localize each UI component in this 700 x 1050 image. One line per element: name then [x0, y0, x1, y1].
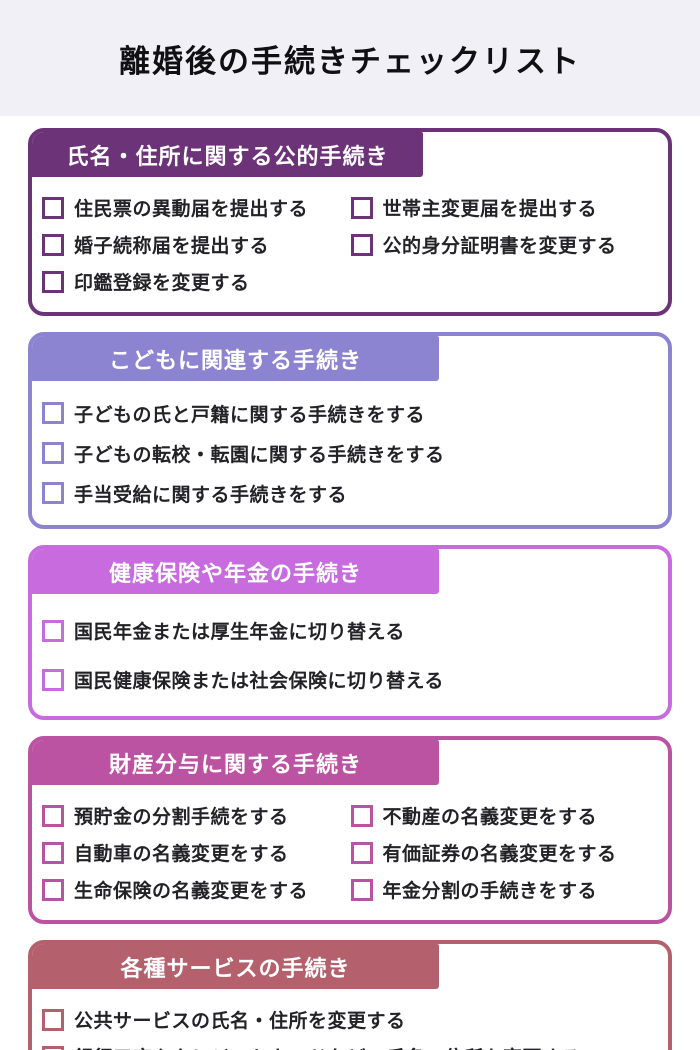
section-title: こどもに関連する手続き [109, 347, 363, 373]
checklist-item: 不動産の名義変更をする [350, 797, 659, 834]
checklist-item: 印鑑登録を変更する [41, 263, 350, 300]
checklist-item: 子どもの氏と戸籍に関する手続きをする [41, 393, 658, 433]
checklist-item: 国民年金または厚生年金に切り替える [41, 606, 658, 655]
section-title: 氏名・住所に関する公的手続き [66, 143, 389, 169]
section-card-various-services: 各種サービスの手続き公共サービスの氏名・住所を変更する銀行口座やクレジットカード… [28, 940, 672, 1050]
checkbox-unchecked-icon[interactable] [350, 233, 373, 256]
section-header-band: 氏名・住所に関する公的手続き [32, 132, 424, 177]
checkbox-unchecked-icon[interactable] [42, 878, 64, 901]
section-header-band: こどもに関連する手続き [32, 336, 440, 381]
item-label: 婚子続称届を提出する [74, 236, 270, 257]
checkbox-unchecked-icon[interactable] [42, 482, 64, 504]
checklist-item: 手当受給に関する手続きをする [41, 473, 658, 513]
checklist-item: 住民票の異動届を提出する [41, 189, 350, 226]
checklist-item: 公的身分証明書を変更する [350, 226, 659, 263]
checkbox-unchecked-icon[interactable] [42, 233, 64, 256]
item-label: 手当受給に関する手続きをする [74, 484, 348, 506]
checklist-item: 生命保険の名義変更をする [41, 871, 350, 908]
section-title: 健康保険や年金の手続き [109, 560, 363, 586]
items-column: 住民票の異動届を提出する婚子続称届を提出する印鑑登録を変更する [41, 189, 350, 300]
checklist-item: 公共サービスの氏名・住所を変更する [41, 1001, 658, 1038]
items-column: 預貯金の分割手続をする自動車の名義変更をする生命保険の名義変更をする [41, 797, 350, 908]
checkbox-unchecked-icon[interactable] [350, 878, 373, 901]
item-label: 公共サービスの氏名・住所を変更する [74, 1011, 406, 1032]
checkbox-unchecked-icon[interactable] [42, 1045, 64, 1050]
item-label: 不動産の名義変更をする [382, 807, 598, 828]
items-column: 子どもの氏と戸籍に関する手続きをする子どもの転校・転園に関する手続きをする手当受… [41, 393, 658, 513]
item-label: 印鑑登録を変更する [74, 273, 250, 294]
items-column: 不動産の名義変更をする有価証券の名義変更をする年金分割の手続きをする [350, 797, 659, 908]
items-column: 国民年金または厚生年金に切り替える国民健康保険または社会保険に切り替える [41, 606, 658, 704]
item-label: 年金分割の手続きをする [382, 881, 598, 902]
title-strip: 離婚後の手続きチェックリスト [0, 0, 700, 116]
section-header-band: 各種サービスの手続き [32, 944, 440, 989]
section-title: 各種サービスの手続き [120, 955, 351, 981]
section-card-health-insurance-pension: 健康保険や年金の手続き国民年金または厚生年金に切り替える国民健康保険または社会保… [28, 545, 672, 720]
item-label: 子どもの氏と戸籍に関する手続きをする [74, 404, 426, 426]
checklist-item: 自動車の名義変更をする [41, 834, 350, 871]
item-label: 住民票の異動届を提出する [74, 199, 309, 220]
section-card-children: こどもに関連する手続き子どもの氏と戸籍に関する手続きをする子どもの転校・転園に関… [28, 332, 672, 529]
checkbox-unchecked-icon[interactable] [42, 804, 64, 827]
checklist-item: 有価証券の名義変更をする [350, 834, 659, 871]
checklist-item: 預貯金の分割手続をする [41, 797, 350, 834]
checklist-item: 婚子続称届を提出する [41, 226, 350, 263]
item-label: 自動車の名義変更をする [74, 844, 289, 865]
item-label: 国民年金または厚生年金に切り替える [74, 622, 405, 643]
checkbox-unchecked-icon[interactable] [42, 402, 64, 424]
checkbox-unchecked-icon[interactable] [350, 804, 373, 827]
page-title: 離婚後の手続きチェックリスト [119, 43, 581, 79]
checkbox-unchecked-icon[interactable] [42, 196, 64, 219]
checkbox-unchecked-icon[interactable] [350, 196, 373, 219]
item-label: 有価証券の名義変更をする [382, 844, 617, 865]
item-label: 預貯金の分割手続をする [74, 807, 289, 828]
items-column: 公共サービスの氏名・住所を変更する銀行口座やクレジットカードなどの氏名・住所を変… [41, 1001, 658, 1050]
section-items: 公共サービスの氏名・住所を変更する銀行口座やクレジットカードなどの氏名・住所を変… [32, 989, 668, 1050]
sections-container: 氏名・住所に関する公的手続き住民票の異動届を提出する婚子続称届を提出する印鑑登録… [0, 116, 700, 1050]
item-label: 銀行口座やクレジットカードなどの氏名・住所を変更する [74, 1043, 581, 1050]
section-items: 住民票の異動届を提出する婚子続称届を提出する印鑑登録を変更する世帯主変更届を提出… [32, 177, 668, 312]
section-card-official-name-address: 氏名・住所に関する公的手続き住民票の異動届を提出する婚子続称届を提出する印鑑登録… [28, 128, 672, 316]
checkbox-unchecked-icon[interactable] [42, 1008, 64, 1031]
items-column: 世帯主変更届を提出する公的身分証明書を変更する [350, 189, 659, 300]
item-label: 公的身分証明書を変更する [382, 236, 617, 257]
checkbox-unchecked-icon[interactable] [42, 270, 64, 293]
checklist-item: 子どもの転校・転園に関する手続きをする [41, 433, 658, 473]
section-items: 子どもの氏と戸籍に関する手続きをする子どもの転校・転園に関する手続きをする手当受… [32, 381, 668, 525]
checklist-item: 国民健康保険または社会保険に切り替える [41, 655, 658, 704]
item-label: 国民健康保険または社会保険に切り替える [74, 671, 444, 692]
checkbox-unchecked-icon[interactable] [42, 442, 64, 464]
section-header-band: 財産分与に関する手続き [32, 740, 440, 785]
checkbox-unchecked-icon[interactable] [42, 668, 64, 691]
checklist-item: 銀行口座やクレジットカードなどの氏名・住所を変更する [41, 1038, 658, 1050]
item-label: 生命保険の名義変更をする [74, 881, 309, 902]
item-label: 子どもの転校・転園に関する手続きをする [74, 444, 445, 466]
item-label: 世帯主変更届を提出する [382, 199, 598, 220]
section-title: 財産分与に関する手続き [109, 751, 363, 777]
section-card-property-division: 財産分与に関する手続き預貯金の分割手続をする自動車の名義変更をする生命保険の名義… [28, 736, 672, 924]
checkbox-unchecked-icon[interactable] [42, 619, 64, 642]
checkbox-unchecked-icon[interactable] [350, 841, 373, 864]
checklist-item: 年金分割の手続きをする [350, 871, 659, 908]
checkbox-unchecked-icon[interactable] [42, 841, 64, 864]
section-items: 預貯金の分割手続をする自動車の名義変更をする生命保険の名義変更をする不動産の名義… [32, 785, 668, 920]
checklist-item: 世帯主変更届を提出する [350, 189, 659, 226]
section-items: 国民年金または厚生年金に切り替える国民健康保険または社会保険に切り替える [32, 594, 668, 716]
section-header-band: 健康保険や年金の手続き [32, 549, 440, 594]
